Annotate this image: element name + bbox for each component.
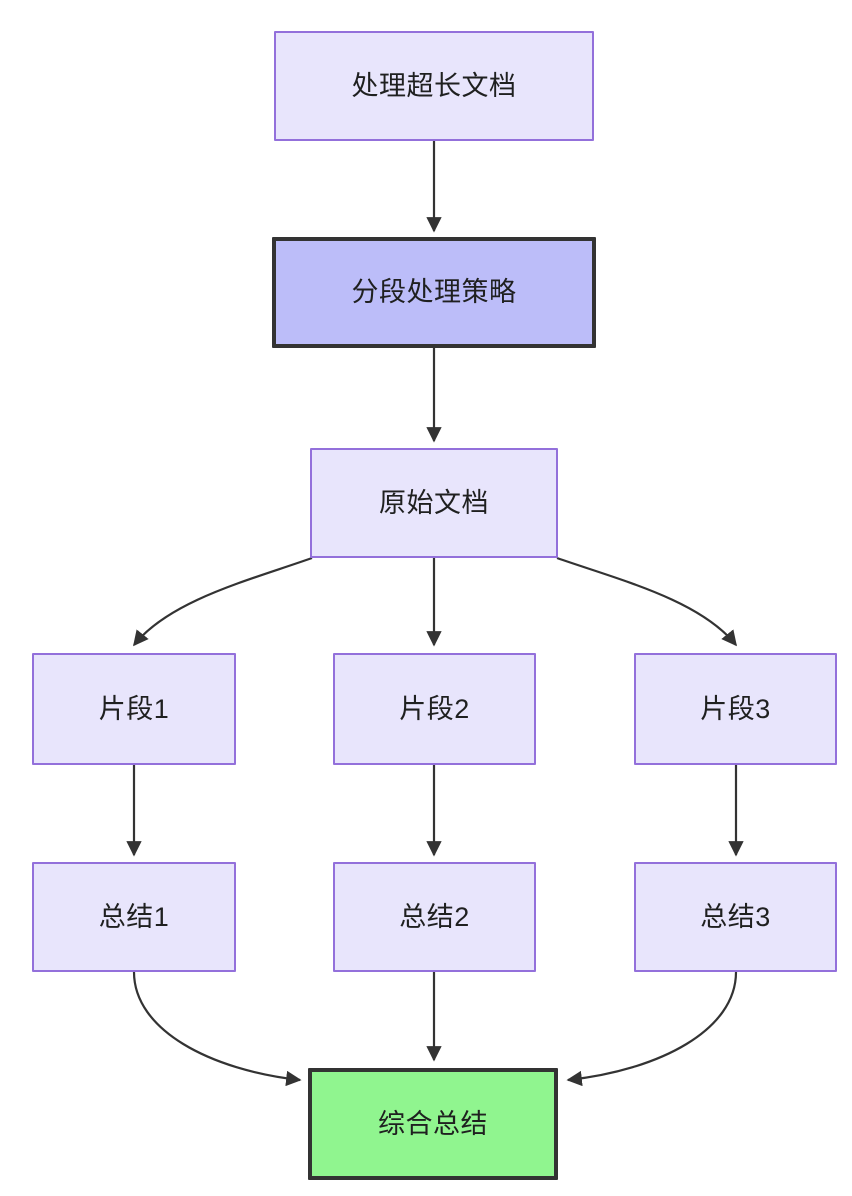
node-comprehensive-summary[interactable]: 综合总结: [308, 1068, 558, 1180]
node-summary-3[interactable]: 总结3: [634, 862, 837, 972]
node-original-document[interactable]: 原始文档: [310, 448, 558, 558]
edge-n7-n10: [132, 971, 302, 1087]
edge-n3-n6: [556, 556, 737, 647]
node-chunking-strategy[interactable]: 分段处理策略: [272, 237, 596, 348]
node-label: 分段处理策略: [351, 277, 517, 308]
node-summary-2[interactable]: 总结2: [333, 862, 536, 972]
node-label: 总结1: [98, 901, 170, 932]
edge-n9-n10: [566, 971, 738, 1087]
edge-n3-n4: [133, 556, 313, 647]
node-process-long-document[interactable]: 处理超长文档: [274, 31, 594, 141]
node-label: 综合总结: [378, 1108, 488, 1139]
node-summary-1[interactable]: 总结1: [32, 862, 236, 972]
node-fragment-3[interactable]: 片段3: [634, 653, 837, 765]
node-label: 片段2: [399, 693, 470, 724]
node-label: 片段1: [98, 693, 170, 724]
node-label: 处理超长文档: [351, 70, 517, 101]
node-label: 总结2: [399, 901, 470, 932]
node-label: 总结3: [700, 901, 771, 932]
node-fragment-2[interactable]: 片段2: [333, 653, 536, 765]
node-fragment-1[interactable]: 片段1: [32, 653, 236, 765]
node-label: 原始文档: [379, 487, 489, 518]
node-label: 片段3: [700, 693, 771, 724]
